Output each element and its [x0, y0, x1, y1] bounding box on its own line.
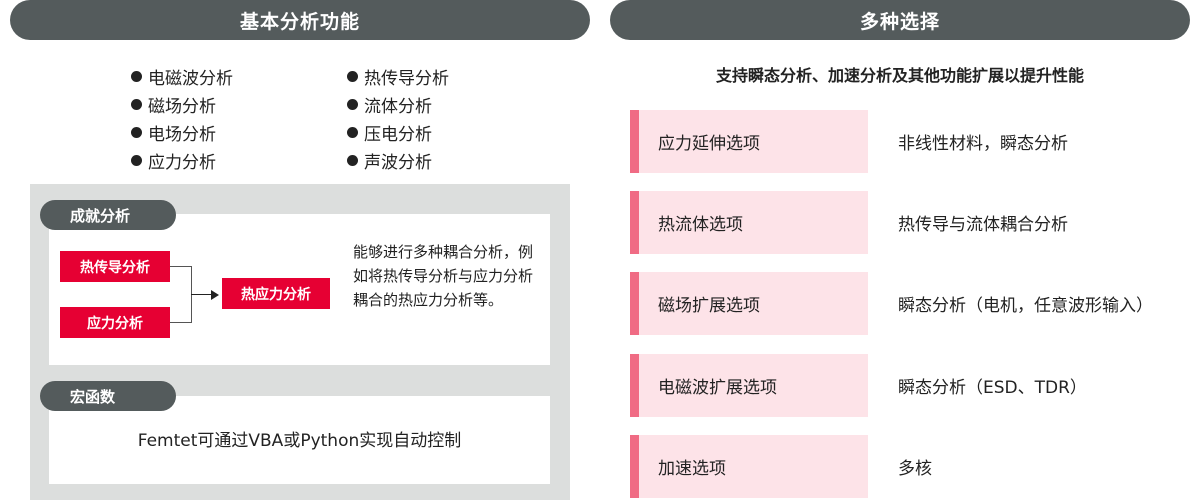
option-row: 应力延伸选项 非线性材料，瞬态分析 [630, 110, 1200, 173]
arrow-right-icon [211, 290, 219, 300]
bullet-icon [347, 154, 358, 166]
bullet-icon [347, 98, 358, 110]
bullet-icon [131, 154, 142, 166]
option-description: 瞬态分析（电机，任意波形输入） [898, 296, 1153, 316]
list-item: 流体分析 [347, 90, 449, 118]
bullet-icon [347, 126, 358, 138]
bullet-icon [131, 126, 142, 138]
connector-line [191, 294, 213, 295]
coupling-analysis-title: 成就分析 [70, 206, 131, 225]
option-row: 电磁波扩展选项 瞬态分析（ESD、TDR） [630, 354, 1200, 417]
bullet-icon [347, 70, 358, 82]
option-description: 多核 [898, 459, 932, 479]
macro-tag: 宏函数 [40, 381, 176, 411]
option-description: 热传导与流体耦合分析 [898, 215, 1068, 235]
bullet-icon [131, 98, 142, 110]
options-header: 多种选择 [610, 0, 1190, 40]
basic-analysis-title: 基本分析功能 [239, 10, 360, 33]
connector-line [170, 266, 192, 267]
list-item: 压电分析 [347, 118, 449, 146]
macro-description: Femtet可通过VBA或Python实现自动控制 [137, 431, 462, 451]
option-label: 热流体选项 [630, 191, 868, 254]
coupling-description: 能够进行多种耦合分析，例如将热传导分析与应力分析耦合的热应力分析等。 [353, 243, 534, 309]
list-item: 电场分析 [131, 118, 233, 146]
bullet-icon [131, 70, 142, 82]
list-item: 应力分析 [131, 146, 233, 174]
thermal-stress-node: 热应力分析 [222, 278, 330, 309]
options-subtitle: 支持瞬态分析、加速分析及其他功能扩展以提升性能 [715, 66, 1084, 85]
option-label: 磁场扩展选项 [630, 272, 868, 335]
stress-node: 应力分析 [60, 307, 170, 338]
option-label: 电磁波扩展选项 [630, 354, 868, 417]
macro-title: 宏函数 [70, 387, 116, 406]
coupling-analysis-tag: 成就分析 [40, 200, 176, 230]
heat-conduction-node: 热传导分析 [60, 251, 170, 282]
basic-analysis-header: 基本分析功能 [10, 0, 590, 40]
option-row: 加速选项 多核 [630, 435, 1200, 498]
basic-analysis-list-left: 电磁波分析 磁场分析 电场分析 应力分析 [131, 62, 233, 174]
connector-line [170, 322, 192, 323]
options-title: 多种选择 [859, 10, 940, 33]
list-item: 热传导分析 [347, 62, 449, 90]
list-item: 磁场分析 [131, 90, 233, 118]
option-description: 瞬态分析（ESD、TDR） [898, 378, 1087, 398]
option-label: 应力延伸选项 [630, 110, 868, 173]
option-row: 热流体选项 热传导与流体耦合分析 [630, 191, 1200, 254]
option-description: 非线性材料，瞬态分析 [898, 134, 1068, 154]
list-item: 电磁波分析 [131, 62, 233, 90]
option-row: 磁场扩展选项 瞬态分析（电机，任意波形输入） [630, 272, 1200, 335]
option-label: 加速选项 [630, 435, 868, 498]
basic-analysis-list-right: 热传导分析 流体分析 压电分析 声波分析 [347, 62, 449, 174]
list-item: 声波分析 [347, 146, 449, 174]
